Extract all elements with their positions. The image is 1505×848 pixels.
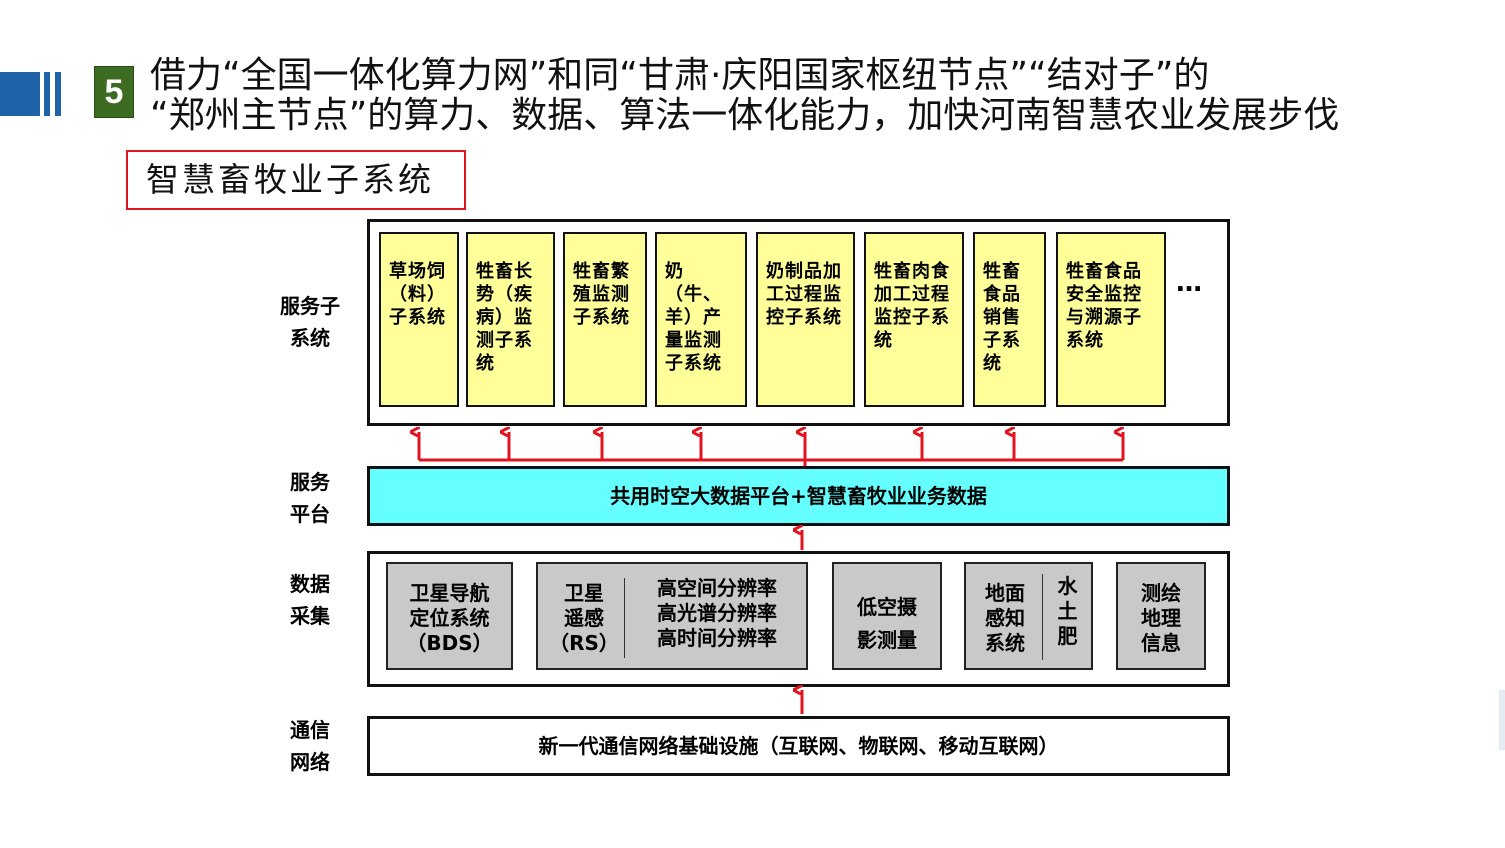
collection-survey-text: 测绘 地理 信息: [1141, 581, 1181, 655]
collection-box-rs: 卫星 遥感 （RS） 高空间分辨率 高光谱分辨率 高时间分辨率: [536, 562, 808, 670]
subtitle-box: 智慧畜牧业子系统: [126, 150, 466, 210]
service-box-pasture-feed: 草场饲（料）子系统: [379, 232, 459, 407]
collection-box-lowalt: 低空摄 影测量: [832, 562, 942, 670]
page-title-line1: 借力“全国一体化算力网”和同“甘肃·庆阳国家枢纽节点”“结对子”的: [150, 55, 1210, 96]
collection-box-bds: 卫星导航 定位系统 （BDS）: [386, 562, 513, 670]
service-box-milk-yield: 奶（牛、羊）产量监测子系统: [655, 232, 747, 407]
collection-rs-detail: 高空间分辨率 高光谱分辨率 高时间分辨率: [657, 576, 777, 650]
fanout-arrows: [419, 432, 1125, 714]
service-box-food-safety: 牲畜食品安全监控与溯源子系统: [1056, 232, 1166, 407]
section-number-badge: 5: [94, 66, 134, 118]
service-box-food-sales: 牲畜食品销售子系统: [973, 232, 1046, 407]
service-platform-bar: 共用时空大数据平台+智慧畜牧业业务数据: [367, 466, 1230, 526]
rs-divider: [624, 578, 625, 658]
collection-rs-label: 卫星 遥感 （RS）: [549, 581, 619, 655]
collection-box-ground: 地面 感知 系统 水 土 肥: [964, 562, 1093, 670]
collection-ground-detail: 水 土 肥: [1057, 574, 1078, 648]
collection-bds-text: 卫星导航 定位系统 （BDS）: [406, 581, 493, 655]
collection-box-survey: 测绘 地理 信息: [1116, 562, 1206, 670]
layer-label-comm-network: 通信 网络: [290, 718, 330, 774]
page-title-line2: “郑州主节点”的算力、数据、算法一体化能力，加快河南智慧农业发展步伐: [150, 95, 1340, 136]
comm-network-bar: 新一代通信网络基础设施（互联网、物联网、移动互联网）: [367, 716, 1230, 776]
layer-label-service-subsystem: 服务子 系统: [280, 294, 340, 350]
service-box-meat-processing: 牲畜肉食加工过程监控子系统: [864, 232, 964, 407]
service-box-breeding: 牲畜繁殖监测子系统: [563, 232, 647, 407]
right-edge-decoration: [1499, 690, 1505, 750]
more-ellipsis: …: [1176, 268, 1202, 298]
service-box-dairy-processing: 奶制品加工过程监控子系统: [756, 232, 855, 407]
layer-label-data-collection: 数据 采集: [290, 572, 330, 628]
ground-divider: [1042, 574, 1043, 660]
section-bars-icon: [0, 72, 68, 116]
service-box-growth-disease: 牲畜长势（疾病）监测子系统: [466, 232, 555, 407]
layer-label-service-platform: 服务 平台: [290, 470, 330, 526]
collection-lowalt-text: 低空摄 影测量: [857, 595, 917, 652]
collection-ground-label: 地面 感知 系统: [985, 581, 1025, 655]
